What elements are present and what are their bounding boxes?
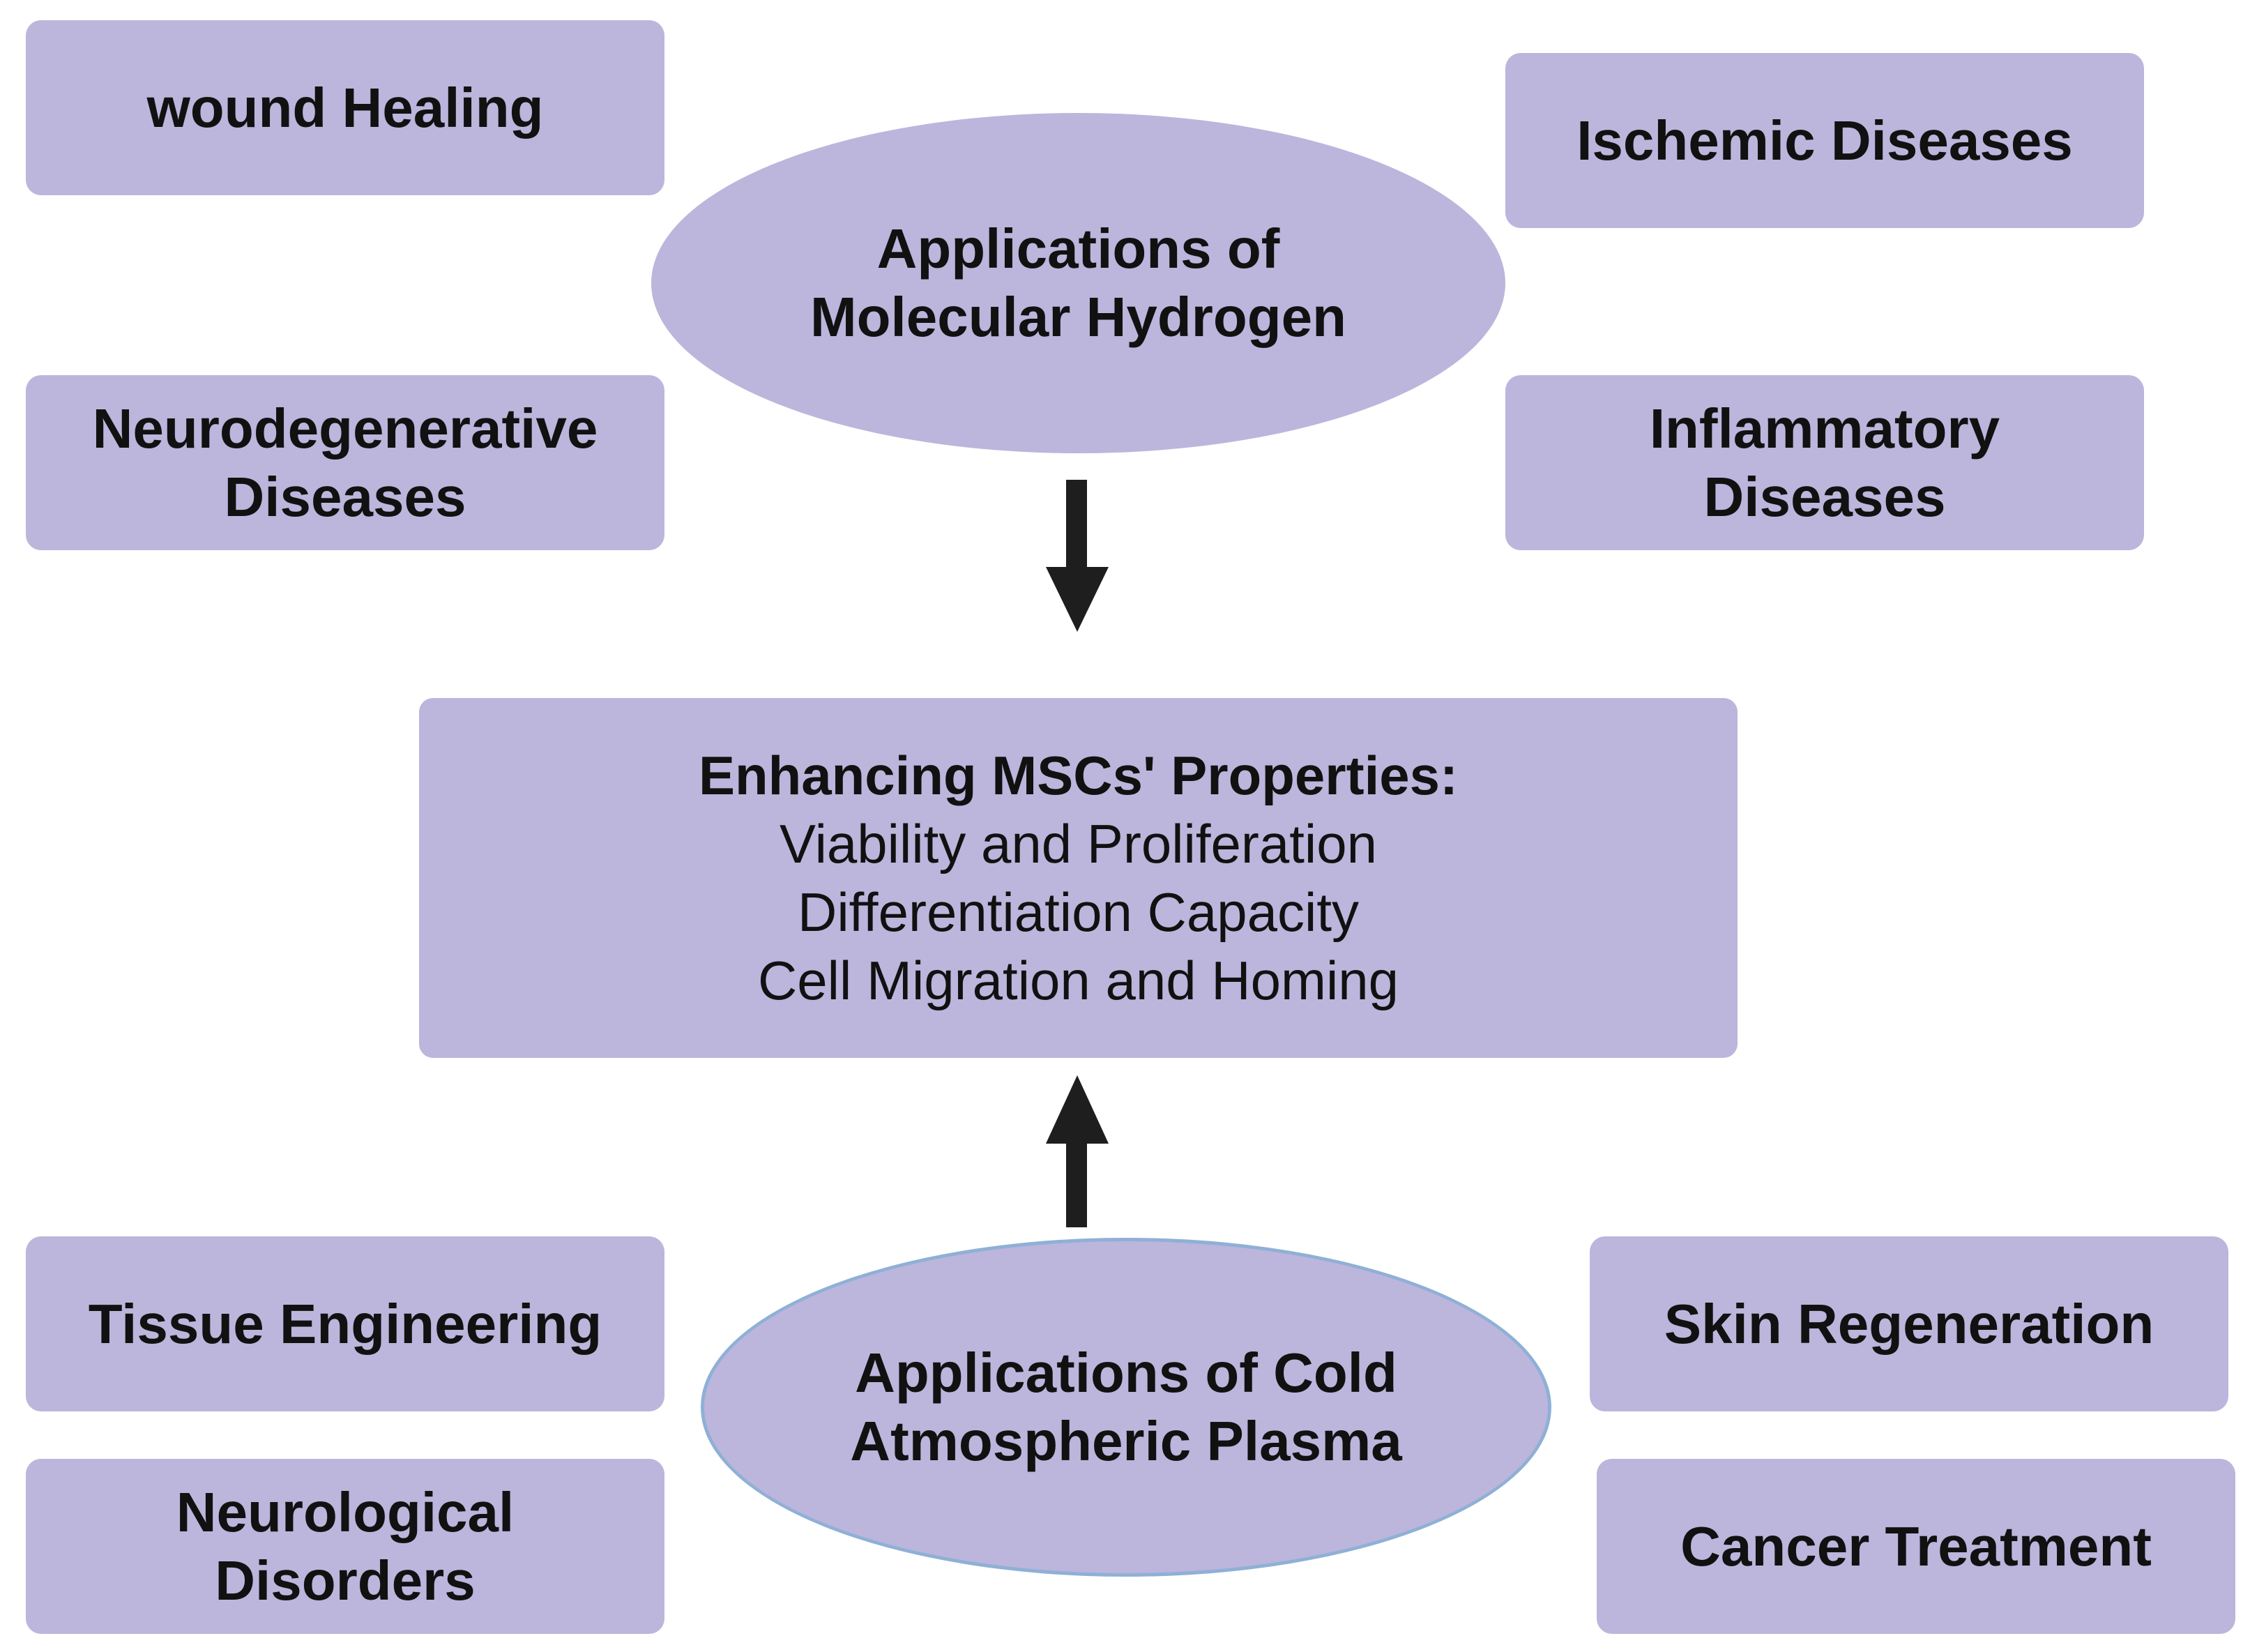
- skin-regeneration-label: Skin Regeneration: [1664, 1292, 2154, 1355]
- differentiation-capacity-item: Differentiation Capacity: [798, 881, 1359, 943]
- viability-proliferation-item: Viability and Proliferation: [779, 813, 1378, 874]
- cancer-treatment-box: Cancer Treatment: [1597, 1459, 2235, 1634]
- cell-migration-homing-item: Cell Migration and Homing: [757, 950, 1399, 1011]
- molecular-hydrogen-oval: Applications of Molecular Hydrogen: [651, 113, 1505, 453]
- cancer-treatment-label: Cancer Treatment: [1680, 1515, 2152, 1577]
- neurodegenerative-diseases-box: Neurodegenerative Diseases: [26, 375, 664, 550]
- cold-atmospheric-plasma-oval: Applications of Cold Atmospheric Plasma: [701, 1238, 1551, 1577]
- tissue-engineering-label: Tissue Engineering: [88, 1292, 602, 1355]
- molecular-hydrogen-label-line-1: Applications of: [876, 218, 1280, 280]
- neurological-disorders-box: Neurological Disorders: [26, 1459, 664, 1634]
- inflammatory-diseases-label-line-1: Inflammatory: [1649, 397, 2000, 460]
- enhancing-mscs-title: Enhancing MSCs' Properties:: [698, 745, 1459, 806]
- up-arrow-icon: [1046, 1075, 1109, 1227]
- cold-atmospheric-plasma-label-line-1: Applications of Cold: [855, 1342, 1397, 1404]
- ischemic-diseases-box: Ischemic Diseases: [1505, 53, 2144, 228]
- neurological-disorders-label-line-2: Disorders: [215, 1549, 476, 1612]
- molecular-hydrogen-label-line-2: Molecular Hydrogen: [809, 286, 1347, 348]
- inflammatory-diseases-label-line-2: Diseases: [1703, 465, 1946, 528]
- cold-atmospheric-plasma-label-line-2: Atmospheric Plasma: [850, 1410, 1402, 1472]
- neurodegenerative-diseases-label-line-1: Neurodegenerative: [92, 397, 598, 460]
- neurodegenerative-diseases-label-line-2: Diseases: [224, 465, 466, 528]
- neurological-disorders-label-line-1: Neurological: [176, 1480, 515, 1543]
- inflammatory-diseases-box: Inflammatory Diseases: [1505, 375, 2144, 550]
- tissue-engineering-box: Tissue Engineering: [26, 1236, 664, 1411]
- enhancing-mscs-box: Enhancing MSCs' Properties: Viability an…: [419, 698, 1738, 1058]
- ischemic-diseases-label: Ischemic Diseases: [1576, 109, 2073, 172]
- down-arrow-icon: [1046, 480, 1109, 632]
- wound-healing-label: wound Healing: [146, 76, 544, 139]
- skin-regeneration-box: Skin Regeneration: [1590, 1236, 2228, 1411]
- wound-healing-box: wound Healing: [26, 20, 664, 195]
